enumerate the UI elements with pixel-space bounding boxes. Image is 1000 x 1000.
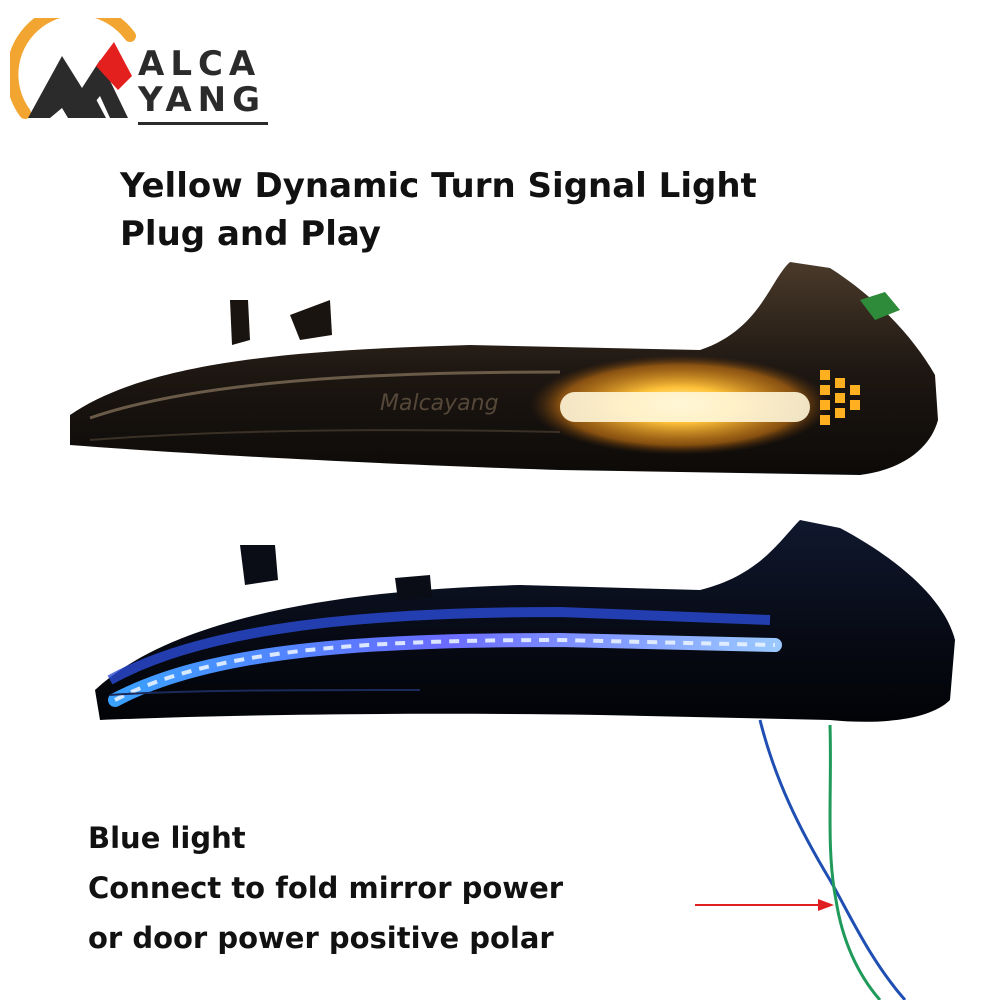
- wires: [758, 719, 907, 1000]
- headline-line1: Yellow Dynamic Turn Signal Light: [120, 166, 757, 206]
- wire-pointer-arrow-icon: [695, 899, 834, 911]
- caption-line1: Blue light: [88, 821, 246, 855]
- caption-line3: or door power positive polar: [88, 921, 554, 955]
- headline-line2: Plug and Play: [120, 214, 381, 254]
- brand-name-line2: YANG: [138, 80, 267, 120]
- amber-led-array: [820, 370, 860, 425]
- caption-line2: Connect to fold mirror power: [88, 871, 564, 905]
- blue-light-unit: [95, 520, 955, 722]
- brand-name-line1: ALCA: [138, 44, 262, 84]
- product-watermark: Malcayang: [380, 391, 499, 416]
- amber-signal-unit: Malcayang: [70, 262, 938, 475]
